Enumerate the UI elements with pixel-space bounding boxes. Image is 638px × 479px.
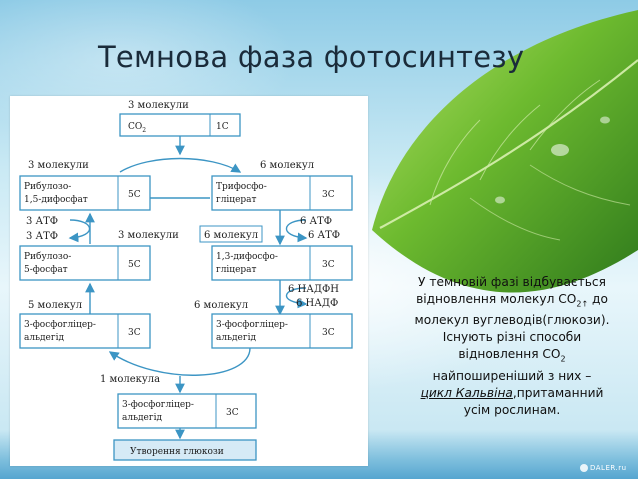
pga-bottom-line1: 3-фосфогліцер- (122, 400, 194, 410)
count-top: 3 молекули (128, 100, 189, 111)
ribulose-bisphosphate-line2: 1,5-дифосфат (24, 195, 88, 205)
ribulose-bisphosphate-carbons: 5C (128, 190, 141, 200)
count-left-1: 3 молекули (28, 160, 89, 171)
ribulose-phosphate-line2: 5-фосфат (24, 265, 68, 275)
note-line-2: відновлення молекул CO2↑ до (392, 291, 632, 312)
count-right-1: 6 молекул (260, 160, 314, 171)
pga-left-line2: альдегід (24, 333, 64, 343)
note-line-3: молекул вуглеводів(глюкози). (392, 312, 632, 329)
pga-left-carbons: 3C (128, 328, 141, 338)
adp-out-right: 6 АТФ (308, 230, 340, 241)
count-middle-right: 6 молекул (204, 230, 258, 241)
atp-in-right: 6 АТФ (300, 216, 332, 227)
pga-right-line2: альдегід (216, 333, 256, 343)
description-text: У темновій фазі відбувається відновлення… (392, 274, 632, 419)
note-line-7: цикл Кальвіна,притаманний (392, 385, 632, 402)
watermark: DALER.ru (590, 464, 627, 472)
brand-logo-icon (580, 464, 588, 472)
bisphosphoglycerate-carbons: 3C (322, 260, 335, 270)
ribulose-bisphosphate-line1: Рибулозо- (24, 181, 71, 192)
pga-right-line1: 3-фосфогліцер- (216, 320, 288, 330)
nadp-out: 6 НАДФ (296, 298, 338, 309)
count-left-2: 5 молекул (28, 300, 82, 311)
calvin-cycle-svg: 3 молекули CO2 1C 3 молекули 6 молекул Р… (10, 96, 368, 466)
count-middle: 3 молекули (118, 230, 179, 241)
glucose-label: Утворення глюкози (130, 447, 224, 457)
count-right-2: 6 молекул (194, 300, 248, 311)
pga-left-line1: 3-фосфогліцер- (24, 320, 96, 330)
note-line-8: усім рослинам. (392, 402, 632, 419)
note-line-4: Існують різні способи (392, 329, 632, 346)
triphosphoglycerate-line2: гліцерат (216, 195, 257, 205)
slide-title: Темнова фаза фотосинтезу (98, 40, 524, 74)
atp-in-left: 3 АТФ (26, 216, 58, 227)
count-bottom: 1 молекула (100, 374, 160, 385)
note-line-6: найпоширеніший з них – (392, 368, 632, 385)
pga-bottom-line2: альдегід (122, 413, 162, 423)
triphosphoglycerate-carbons: 3C (322, 190, 335, 200)
bisphosphoglycerate-line2: гліцерат (216, 265, 257, 275)
bisphosphoglycerate-line1: 1,3-дифосфо- (216, 252, 278, 262)
nadph-in: 6 НАДФН (288, 284, 339, 295)
note-line-1: У темновій фазі відбувається (392, 274, 632, 291)
arrow-cycle-bottom (110, 348, 250, 375)
calvin-cycle-term: цикл Кальвіна (421, 386, 513, 400)
triphosphoglycerate-line1: Трифосфо- (216, 182, 267, 192)
arrow-cycle-top (120, 159, 240, 173)
ribulose-phosphate-carbons: 5C (128, 260, 141, 270)
adp-out-left: 3 АТФ (26, 231, 58, 242)
co2-carbons: 1C (216, 122, 229, 132)
pga-right-carbons: 3C (322, 328, 335, 338)
pga-bottom-carbons: 3C (226, 408, 239, 418)
note-line-5: відновлення CO2 (392, 346, 632, 367)
arrow-atp-left (70, 220, 90, 238)
calvin-cycle-diagram: 3 молекули CO2 1C 3 молекули 6 молекул Р… (10, 96, 368, 466)
ribulose-phosphate-line1: Рибулозо- (24, 251, 71, 262)
